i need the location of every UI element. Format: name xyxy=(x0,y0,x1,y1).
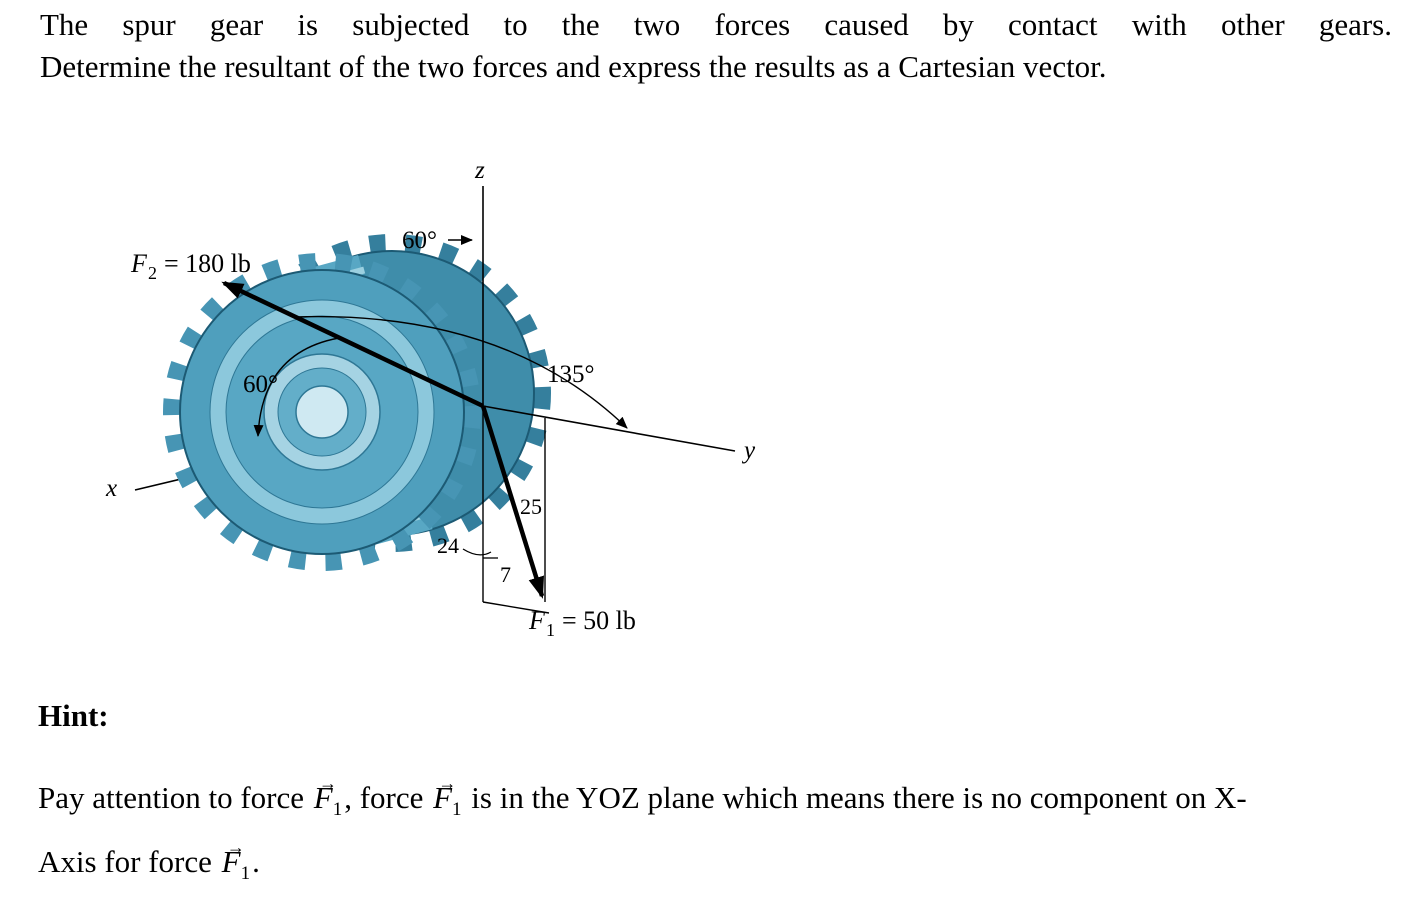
f1-symbol: F xyxy=(528,606,546,635)
angle-face-60-label: 60° xyxy=(243,371,278,398)
vector-arrow-icon: → xyxy=(318,773,337,793)
f2-force-arrow xyxy=(221,280,484,409)
problem-line-1: The spur gear is subjected to the two fo… xyxy=(40,7,1392,42)
f1-vector-sub: 1 xyxy=(240,863,251,885)
f1-force-arrow xyxy=(480,405,545,599)
f1-vector-letter: F xyxy=(433,780,453,815)
vector-arrow-icon: → xyxy=(226,837,245,858)
f1-label: F 1 = 50 lb xyxy=(528,606,636,640)
f1-vector-symbol: →F1 xyxy=(431,772,463,836)
f2-value: = 180 lb xyxy=(164,249,251,278)
x-axis-label: x xyxy=(105,475,117,502)
slope-24-label: 24 xyxy=(437,533,459,558)
gear-shaft-hole xyxy=(295,385,349,439)
f2-subscript: 2 xyxy=(148,263,157,283)
f1-vector-letter: F xyxy=(313,780,333,815)
problem-statement: The spur gear is subjected to the two fo… xyxy=(40,4,1392,88)
f2-symbol: F xyxy=(130,249,148,278)
gear-front-teeth xyxy=(163,253,481,571)
f1-vector-sub: 1 xyxy=(452,799,462,821)
f1-vector-symbol: →F1 xyxy=(220,836,252,900)
hint-text-lead: Pay attention to force xyxy=(38,780,312,815)
hint-paragraph: Pay attention to force →F1, force →F1 is… xyxy=(38,772,1290,900)
triangle-bottom-line xyxy=(482,601,550,614)
z-axis-label: z xyxy=(474,157,485,184)
f2-label: F 2 = 180 lb xyxy=(130,249,251,283)
y-axis-label: y xyxy=(741,437,756,464)
hint-text-tail: is in the YOZ plane which means there is… xyxy=(38,780,1247,880)
label-24-leader xyxy=(462,548,492,556)
angle-face-60-arc xyxy=(253,337,340,437)
f1-vector-symbol: →F1 xyxy=(312,772,344,836)
hint-text-mid: , force xyxy=(344,780,432,815)
angle-135-arc xyxy=(294,315,628,429)
slope-25-label: 25 xyxy=(520,494,542,519)
hint-heading: Hint: xyxy=(38,698,109,733)
spur-gear xyxy=(163,234,551,571)
f1-vector-letter: F xyxy=(221,844,241,880)
angle-top-60-label: 60° xyxy=(402,227,437,254)
f1-vector-sub: 1 xyxy=(332,799,343,821)
angle-135-label: 135° xyxy=(547,361,595,388)
y-axis-line xyxy=(482,405,736,452)
hint-text-end: . xyxy=(252,844,260,880)
f1-value: = 50 lb xyxy=(562,606,636,635)
slope-7-label: 7 xyxy=(500,562,511,587)
problem-line-2: Determine the resultant of the two force… xyxy=(40,49,1107,84)
f1-subscript: 1 xyxy=(546,620,555,640)
vector-arrow-icon: → xyxy=(438,773,457,793)
